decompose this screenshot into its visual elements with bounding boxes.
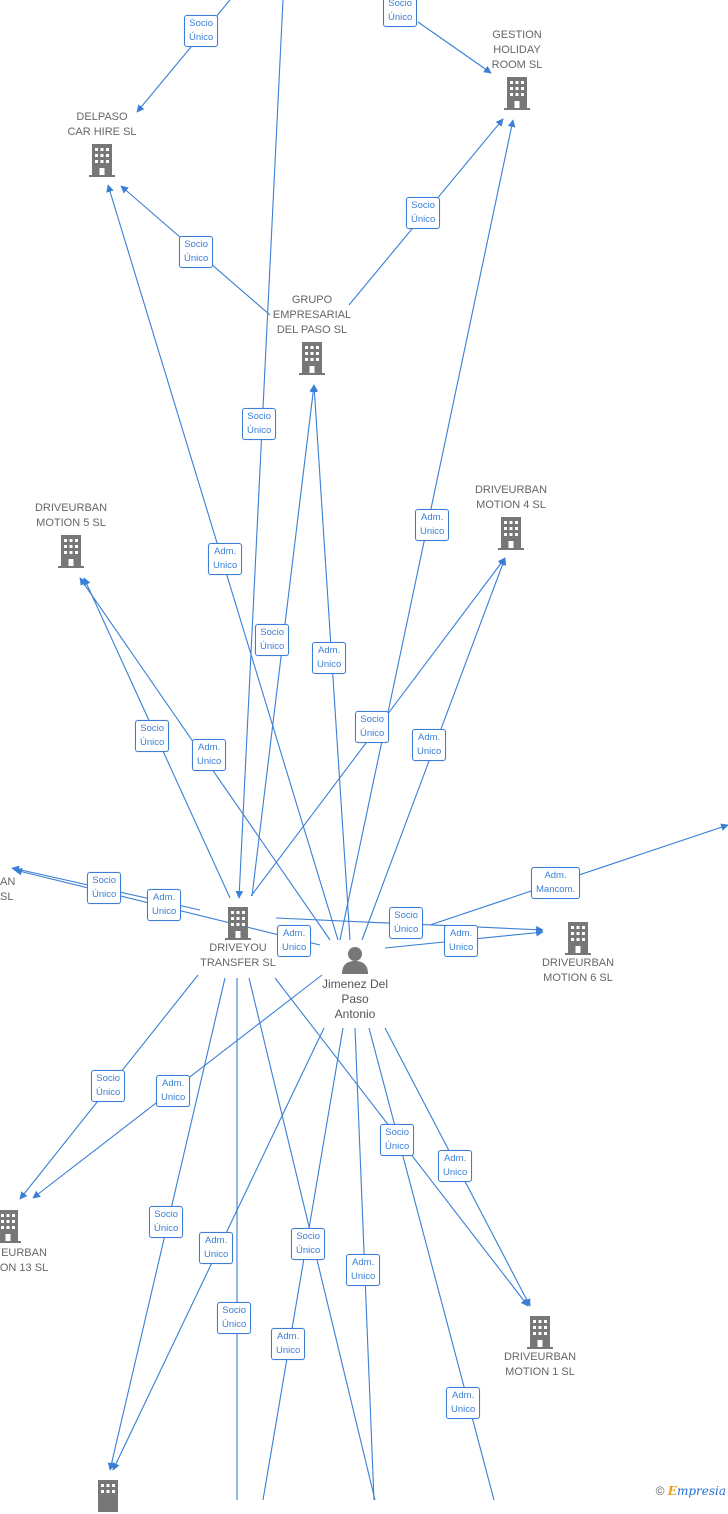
- edge-label[interactable]: Socio Único: [389, 907, 424, 939]
- edge-label[interactable]: Adm. Unico: [438, 1150, 473, 1182]
- node-label: Jimenez Del Paso Antonio: [321, 977, 389, 1021]
- edge-label[interactable]: Socio Único: [184, 15, 219, 47]
- node-driveurban-motion-1[interactable]: DRIVEURBAN MOTION 1 SL: [485, 1312, 595, 1380]
- node-label: DELPASO CAR HIRE SL: [67, 111, 137, 138]
- copyright-symbol: ©: [655, 1484, 665, 1498]
- edge-label[interactable]: Adm. Unico: [415, 509, 450, 541]
- node-driveurban-motion-4[interactable]: DRIVEURBAN MOTION 4 SL: [456, 483, 566, 551]
- node-cropped-left-upper: AN SL: [0, 876, 16, 903]
- edge-connector-29: [368, 1027, 495, 1500]
- building-icon: [58, 535, 84, 568]
- node-grupo-empresarial-del-paso[interactable]: GRUPO EMPRESARIAL DEL PASO SL: [257, 293, 367, 376]
- edge-label[interactable]: Socio Único: [255, 624, 290, 656]
- edge-label[interactable]: Adm. Unico: [444, 925, 479, 957]
- brand-logo: Empresia: [667, 1484, 726, 1498]
- edge-label[interactable]: Socio Único: [91, 1070, 126, 1102]
- node-delpaso-car-hire[interactable]: DELPASO CAR HIRE SL: [47, 110, 157, 178]
- node-cropped-driveurban-motion-13: EURBAN ON 13 SL: [0, 1208, 54, 1276]
- edge-label[interactable]: Adm. Unico: [346, 1254, 381, 1286]
- building-icon: [504, 77, 530, 110]
- node-label: DRIVEURBAN MOTION 6 SL: [541, 957, 615, 984]
- edge-label[interactable]: Adm. Unico: [312, 642, 347, 674]
- edge-label[interactable]: Socio Único: [383, 0, 418, 27]
- edge-label[interactable]: Adm. Unico: [412, 729, 447, 761]
- edge-label[interactable]: Socio Único: [291, 1228, 326, 1260]
- edge-label[interactable]: Adm. Unico: [277, 925, 312, 957]
- edge-connector-28: [262, 1027, 344, 1500]
- edge-label[interactable]: Socio Único: [355, 711, 390, 743]
- node-label: DRIVEURBAN MOTION 4 SL: [474, 484, 548, 511]
- node-label: GESTION HOLIDAY ROOM SL: [491, 29, 543, 71]
- edge-label[interactable]: Socio Único: [242, 408, 277, 440]
- node-label: DRIVEYOU TRANSFER SL: [200, 942, 276, 969]
- edge-label[interactable]: Adm. Mancom.: [531, 867, 581, 899]
- edge-label[interactable]: Adm. Unico: [271, 1328, 306, 1360]
- edge-label[interactable]: Adm. Unico: [446, 1387, 481, 1419]
- edge-label[interactable]: Adm. Unico: [199, 1232, 234, 1264]
- footer-brand: © Empresia: [656, 1484, 726, 1498]
- building-icon: [498, 517, 524, 550]
- edge-label[interactable]: Adm. Unico: [192, 739, 227, 771]
- edge-label[interactable]: Socio Único: [149, 1206, 184, 1238]
- node-driveyou-transfer[interactable]: DRIVEYOU TRANSFER SL: [183, 903, 293, 971]
- building-icon: [565, 922, 591, 955]
- edge-label[interactable]: Socio Único: [135, 720, 170, 752]
- building-icon: [225, 907, 251, 940]
- building-icon: [98, 1480, 118, 1512]
- building-icon: [89, 144, 115, 177]
- edge-connector-1: [417, 21, 492, 74]
- node-driveurban-motion-6[interactable]: DRIVEURBAN MOTION 6 SL: [523, 918, 633, 986]
- node-gestion-holiday-room[interactable]: GESTION HOLIDAY ROOM SL: [462, 28, 572, 111]
- edge-label[interactable]: Adm. Unico: [147, 889, 182, 921]
- node-driveurban-motion-5[interactable]: DRIVEURBAN MOTION 5 SL: [16, 501, 126, 569]
- edge-label[interactable]: Socio Único: [179, 236, 214, 268]
- edge-label[interactable]: Socio Único: [217, 1302, 252, 1334]
- building-icon: [0, 1210, 21, 1243]
- node-cropped-bottom: [94, 1478, 122, 1514]
- building-icon: [299, 342, 325, 375]
- node-person-jimenez-del-paso[interactable]: Jimenez Del Paso Antonio: [300, 945, 410, 1022]
- edge-label[interactable]: Socio Único: [406, 197, 441, 229]
- building-icon: [527, 1316, 553, 1349]
- edge-label[interactable]: Socio Único: [380, 1124, 415, 1156]
- person-icon: [342, 947, 368, 974]
- node-label: EURBAN ON 13 SL: [0, 1247, 49, 1274]
- node-label: GRUPO EMPRESARIAL DEL PASO SL: [272, 294, 352, 336]
- edge-connector-4: [235, 0, 284, 899]
- edge-label[interactable]: Socio Único: [87, 872, 122, 904]
- edge-label[interactable]: Adm. Unico: [208, 543, 243, 575]
- edge-label[interactable]: Adm. Unico: [156, 1075, 191, 1107]
- node-label: DRIVEURBAN MOTION 1 SL: [503, 1351, 577, 1378]
- node-label: DRIVEURBAN MOTION 5 SL: [34, 502, 108, 529]
